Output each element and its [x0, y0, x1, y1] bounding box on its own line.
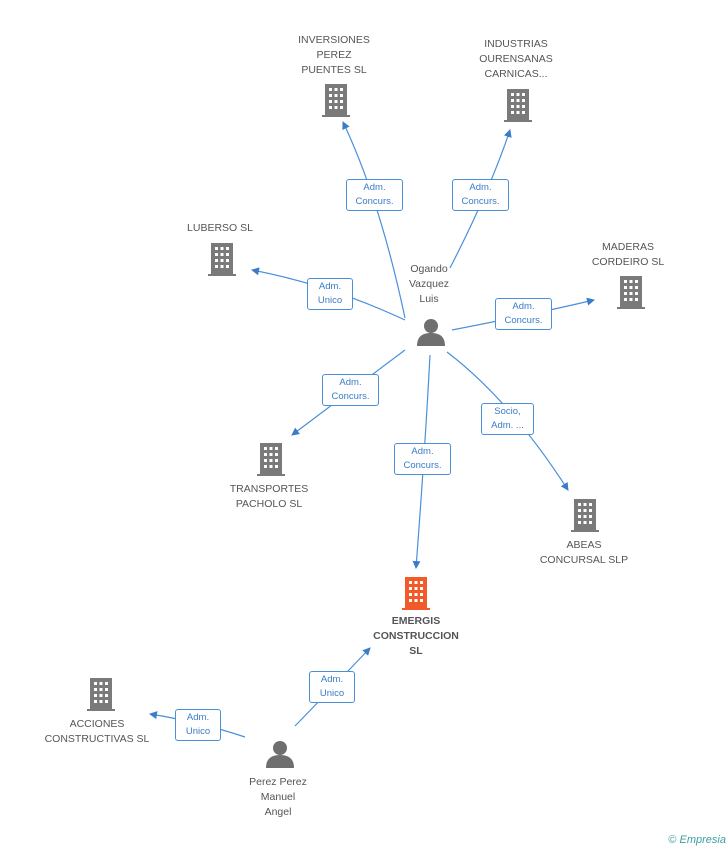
edge-label-luberso[interactable]: Adm. Unico [307, 278, 353, 310]
acciones-building-icon[interactable] [87, 678, 115, 711]
perez-person-icon[interactable] [266, 741, 294, 768]
node-acciones-label[interactable]: ACCIONES CONSTRUCTIVAS SL [44, 718, 150, 745]
node-industrias-label[interactable]: INDUSTRIAS OURENSANAS CARNICAS... [479, 38, 553, 80]
edge-label-perez-emergis[interactable]: Adm. Unico [309, 671, 355, 703]
luberso-building-icon[interactable] [208, 243, 236, 276]
footer-brand: © Empresia [668, 834, 726, 846]
inversiones-building-icon[interactable] [322, 84, 350, 117]
transportes-building-icon[interactable] [257, 443, 285, 476]
node-perez-label[interactable]: Perez Perez Manuel Angel [249, 776, 307, 818]
node-emergis-label[interactable]: EMERGIS CONSTRUCCION SL [373, 615, 459, 657]
edge-label-transportes[interactable]: Adm. Concurs. [322, 374, 379, 406]
copyright-icon: © [668, 834, 677, 846]
node-transportes-label[interactable]: TRANSPORTES PACHOLO SL [229, 483, 309, 510]
node-abeas-label[interactable]: ABEAS CONCURSAL SLP [539, 539, 629, 566]
industrias-building-icon[interactable] [504, 89, 532, 122]
node-inversiones-label[interactable]: INVERSIONES PEREZ PUENTES SL [298, 34, 370, 76]
emergis-building-icon[interactable] [402, 577, 430, 610]
brand-logo: Empresia [679, 834, 726, 846]
edge-label-inversiones[interactable]: Adm. Concurs. [346, 179, 403, 211]
ogando-person-icon[interactable] [417, 319, 445, 346]
edge-label-emergis[interactable]: Adm. Concurs. [394, 443, 451, 475]
node-ogando-label[interactable]: Ogando Vazquez Luis [408, 263, 450, 305]
edge-label-maderas[interactable]: Adm. Concurs. [495, 298, 552, 330]
abeas-building-icon[interactable] [571, 499, 599, 532]
edge-label-abeas[interactable]: Socio, Adm. ... [481, 403, 534, 435]
edge-label-acciones[interactable]: Adm. Unico [175, 709, 221, 741]
maderas-building-icon[interactable] [617, 276, 645, 309]
edge-label-industrias[interactable]: Adm. Concurs. [452, 179, 509, 211]
node-maderas-label[interactable]: MADERAS CORDEIRO SL [591, 241, 665, 268]
node-luberso-label[interactable]: LUBERSO SL [187, 222, 253, 234]
